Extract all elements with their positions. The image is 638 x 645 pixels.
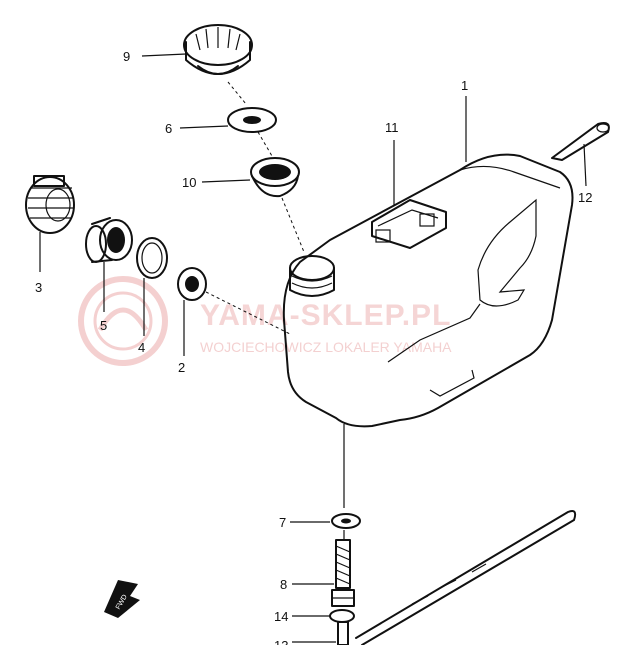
watermark-subtitle: WOJCIECHOWICZ LOKALER YAMAHA (200, 339, 452, 355)
callout-4: 4 (138, 340, 145, 355)
part-1-oil-tank (282, 153, 574, 428)
leader-6 (179, 125, 229, 129)
leader-9 (141, 53, 187, 57)
guide-2-tank (205, 291, 291, 335)
callout-3: 3 (35, 280, 42, 295)
part-2-grommet (177, 267, 207, 301)
part-6-gasket (227, 107, 277, 133)
part-8-strainer (331, 539, 355, 607)
part-9-fuel-cap (183, 24, 253, 75)
part-10-filter (250, 157, 300, 198)
callout-6: 6 (165, 121, 172, 136)
guide-6-10 (257, 131, 273, 157)
callout-12: 12 (578, 190, 592, 205)
part-4-o-ring (136, 237, 168, 279)
callout-13: 13 (274, 638, 288, 645)
fwd-arrow-icon: FWD (104, 580, 140, 618)
callout-7: 7 (279, 515, 286, 530)
callout-10: 10 (182, 175, 196, 190)
part-5-bushing (85, 217, 133, 263)
callout-14: 14 (274, 609, 288, 624)
guide-10-tank (281, 197, 305, 253)
watermark-logo-icon (78, 276, 168, 366)
part-7-washer (331, 513, 361, 529)
callout-1: 1 (461, 78, 468, 93)
part-13-hose (337, 510, 577, 645)
guide-9-6 (227, 81, 247, 105)
callout-8: 8 (280, 577, 287, 592)
part-12-vent-tube (551, 122, 610, 161)
watermark-title: YAMA-SKLEP.PL (200, 299, 451, 332)
leader-12 (583, 143, 587, 187)
callout-9: 9 (123, 49, 130, 64)
part-14-clamp (329, 609, 355, 623)
callout-11: 11 (385, 120, 399, 135)
callout-2: 2 (178, 360, 185, 375)
part-3-nut (25, 175, 75, 234)
callout-5: 5 (100, 318, 107, 333)
leader-10 (201, 179, 251, 183)
watermark: YAMA-SKLEP.PL WOJCIECHOWICZ LOKALER YAMA… (78, 276, 452, 366)
